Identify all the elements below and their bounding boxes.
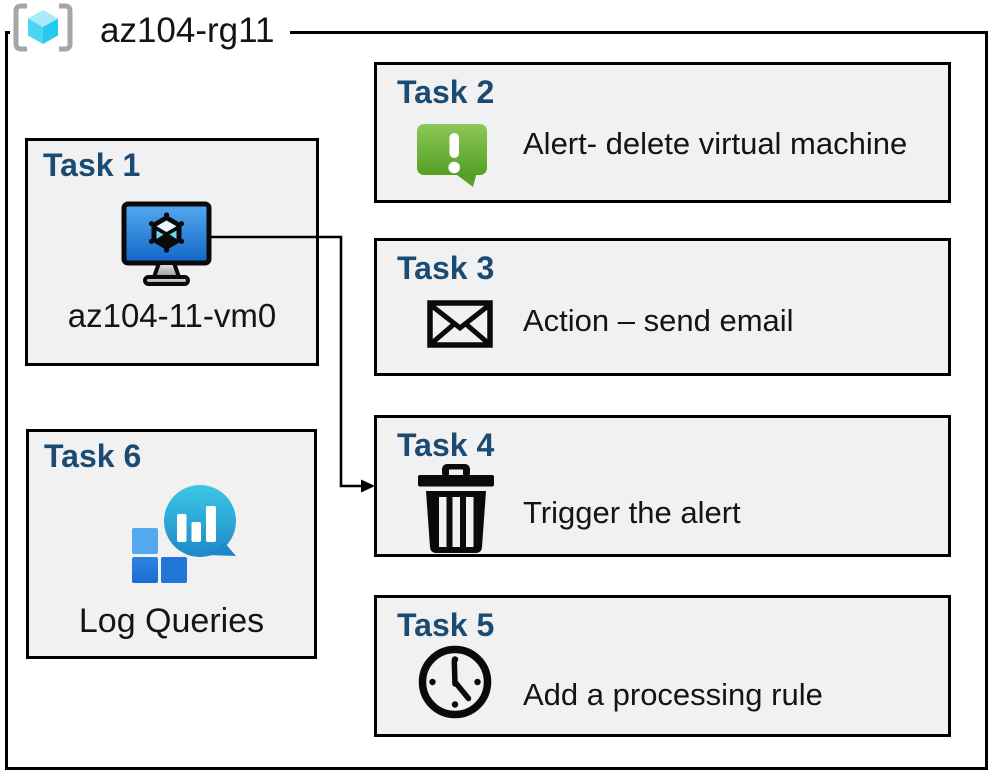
task1-box: Task 1 az104-11-vm0: [25, 138, 319, 366]
resource-group-icon: [13, 3, 73, 52]
task3-label: Action – send email: [523, 303, 794, 338]
task2-label: Alert- delete virtual machine: [523, 126, 908, 161]
task4-label: Trigger the alert: [523, 495, 741, 530]
trash-icon: [418, 464, 494, 553]
email-envelope-icon: [427, 300, 493, 348]
task3-heading: Task 3: [397, 250, 495, 286]
clock-icon: [418, 645, 492, 719]
alert-message-icon: [417, 124, 487, 187]
task2-heading: Task 2: [397, 74, 495, 110]
header-border-gap: [10, 27, 290, 39]
task6-heading: Task 6: [44, 438, 142, 474]
log-queries-icon: [132, 485, 236, 583]
task5-label: Add a processing rule: [523, 677, 823, 712]
task2-box: Task 2 Alert- delete virtual machine: [374, 62, 951, 203]
virtual-machine-icon: [121, 201, 212, 286]
resource-group-title: az104-rg11: [100, 11, 275, 50]
task4-heading: Task 4: [397, 427, 495, 463]
task1-label: az104-11-vm0: [67, 297, 277, 334]
task5-heading: Task 5: [397, 607, 495, 643]
task6-label: Log Queries: [78, 602, 265, 640]
task4-box: Task 4 Trigger the alert: [374, 415, 951, 557]
task3-box: Task 3 Action – send email: [374, 238, 951, 376]
task6-box: Task 6 Log Queries: [26, 429, 317, 659]
task1-heading: Task 1: [43, 147, 141, 183]
task5-box: Task 5 Add a processing rule: [374, 595, 951, 737]
